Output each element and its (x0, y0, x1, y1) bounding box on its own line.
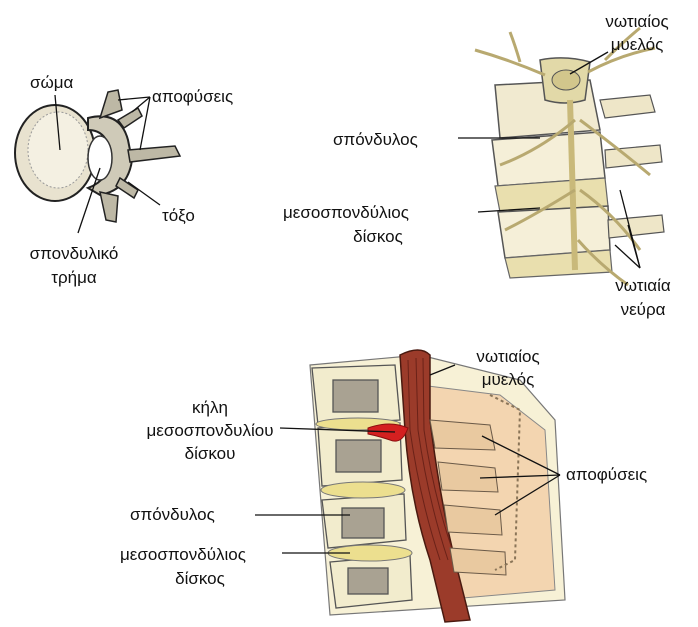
herniation-cord-label-line2: μυελός (458, 370, 558, 390)
disc-label-line2: δίσκος (283, 227, 473, 247)
spine-section-drawing (458, 28, 664, 285)
spinal-cord-label-line1: νωτιαίος (592, 12, 682, 32)
foramen-label-line2: τρήμα (14, 268, 134, 288)
vertebra-label: σπόνδυλος (333, 130, 418, 150)
vertebra-top-view-drawing (15, 90, 180, 233)
spinal-cord-label-line2: μυελός (592, 35, 682, 55)
disc-label-line1: μεσοσπονδύλιος (283, 203, 409, 223)
hernia-label-line3: δίσκου (135, 444, 285, 464)
herniation-processes-label: αποφύσεις (566, 465, 647, 485)
hernia-label-line2: μεσοσπονδυλίου (135, 421, 285, 441)
arch-label: τόξο (162, 206, 195, 226)
herniation-vertebra-label: σπόνδυλος (130, 505, 215, 525)
foramen-label-line1: σπονδυλικό (14, 244, 134, 264)
herniation-cord-label-line1: νωτιαίος (458, 347, 558, 367)
processes-label: αποφύσεις (152, 87, 233, 107)
vertebral-foramen-shape (88, 136, 112, 180)
herniation-disc-label-line1: μεσοσπονδύλιος (120, 545, 246, 565)
hernia-label-line1: κήλη (135, 398, 285, 418)
spinal-nerves-label-line1: νωτιαία (598, 276, 688, 296)
herniation-disc-label-line2: δίσκος (120, 569, 280, 589)
spinal-nerves-label-line2: νεύρα (598, 300, 688, 320)
body-label: σώμα (30, 73, 73, 93)
herniation-section-drawing (255, 350, 565, 622)
